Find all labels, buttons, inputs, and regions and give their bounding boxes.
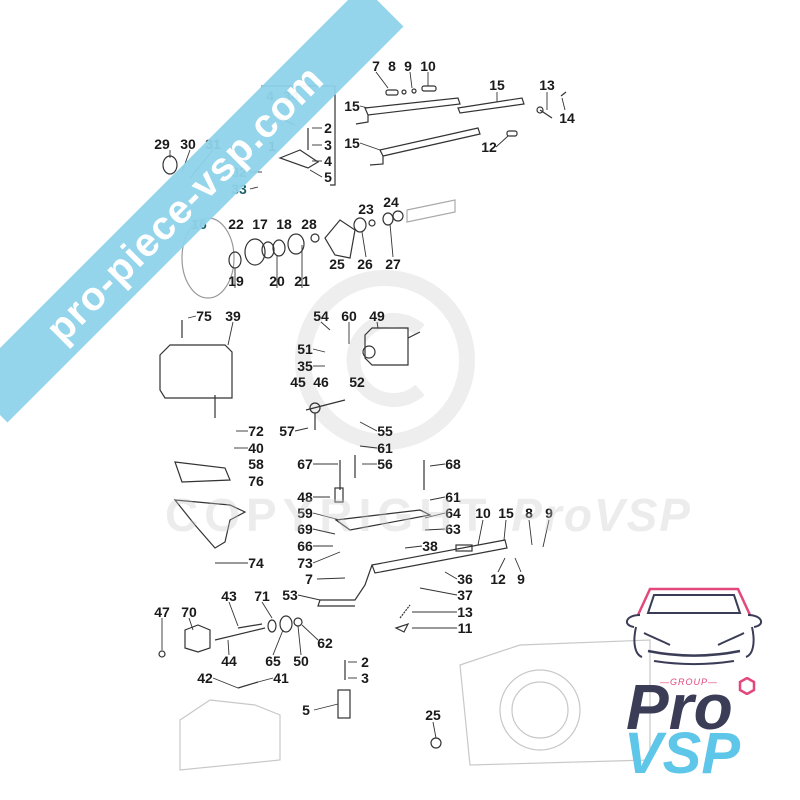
part-callout-l14: 14 <box>559 110 575 126</box>
part-callout-l35: 35 <box>297 358 313 374</box>
part-callout-l48: 48 <box>297 489 313 505</box>
part-callout-l62: 62 <box>317 635 333 651</box>
part-callout-l45: 45 <box>290 374 306 390</box>
part-callout-l39: 39 <box>225 308 241 324</box>
part-callout-l13b: 13 <box>457 604 473 620</box>
part-callout-l15a: 15 <box>344 98 360 114</box>
part-callout-l12a: 12 <box>481 139 497 155</box>
part-callout-l74: 74 <box>248 555 264 571</box>
part-callout-l30: 30 <box>180 136 196 152</box>
logo-pro-text: Pro <box>626 671 733 743</box>
part-callout-l7b: 7 <box>305 571 313 587</box>
part-callout-l36: 36 <box>457 571 473 587</box>
part-callout-l5b: 5 <box>302 702 310 718</box>
part-callout-l52: 52 <box>349 374 365 390</box>
part-callout-l50: 50 <box>293 653 309 669</box>
part-callout-l76: 76 <box>248 473 264 489</box>
part-callout-l69: 69 <box>297 521 313 537</box>
part-callout-l20: 20 <box>269 273 285 289</box>
part-callout-l57: 57 <box>279 423 295 439</box>
part-callout-l27: 27 <box>385 256 401 272</box>
part-callout-l28: 28 <box>301 216 317 232</box>
part-callout-l2b: 2 <box>361 654 369 670</box>
part-callout-l3b: 3 <box>361 670 369 686</box>
part-callout-l56: 56 <box>377 456 393 472</box>
part-callout-l26: 26 <box>357 256 373 272</box>
part-callout-l5a: 5 <box>324 169 332 185</box>
part-callout-l61b: 61 <box>445 489 461 505</box>
part-callout-l7a: 7 <box>372 58 380 74</box>
copyright-brand: ProVSP <box>511 489 692 541</box>
part-callout-l63: 63 <box>445 521 461 537</box>
part-callout-l44: 44 <box>221 653 237 669</box>
part-callout-l58: 58 <box>248 456 264 472</box>
part-callout-l4b: 4 <box>324 153 332 169</box>
part-callout-l25a: 25 <box>329 256 345 272</box>
part-callout-l73: 73 <box>297 555 313 571</box>
part-callout-l67: 67 <box>297 456 313 472</box>
part-callout-l53: 53 <box>282 587 298 603</box>
part-callout-l66: 66 <box>297 538 313 554</box>
part-callout-l17: 17 <box>252 216 268 232</box>
part-callout-l10b: 10 <box>475 505 491 521</box>
part-callout-l8b: 8 <box>525 505 533 521</box>
part-callout-l38: 38 <box>422 538 438 554</box>
copyright-watermark: COPYRIGHT ProVSP <box>165 488 692 542</box>
part-callout-l21: 21 <box>294 273 310 289</box>
part-callout-l64: 64 <box>445 505 461 521</box>
part-callout-l54: 54 <box>313 308 329 324</box>
provsp-logo: —GROUP— Pro VSP <box>618 585 788 783</box>
logo-vsp-text: VSP <box>624 721 741 786</box>
part-callout-l13a: 13 <box>539 77 555 93</box>
part-callout-l11: 11 <box>457 620 473 636</box>
part-callout-l41: 41 <box>273 670 289 686</box>
part-callout-l15b: 15 <box>489 77 505 93</box>
part-callout-l60: 60 <box>341 308 357 324</box>
part-callout-l68: 68 <box>445 456 461 472</box>
part-callout-l9b: 9 <box>545 505 553 521</box>
part-callout-l19: 19 <box>228 273 244 289</box>
part-callout-l22: 22 <box>228 216 244 232</box>
part-callout-l25b: 25 <box>425 707 441 723</box>
part-callout-l71: 71 <box>254 588 270 604</box>
part-callout-l37: 37 <box>457 587 473 603</box>
part-callout-l61a: 61 <box>377 440 393 456</box>
part-callout-l55: 55 <box>377 423 393 439</box>
part-callout-l3a: 3 <box>324 137 332 153</box>
part-callout-l9a: 9 <box>404 58 412 74</box>
part-callout-l23: 23 <box>358 201 374 217</box>
part-callout-l59: 59 <box>297 505 313 521</box>
part-callout-l46: 46 <box>313 374 329 390</box>
part-callout-l12b: 12 <box>490 571 506 587</box>
part-callout-l49: 49 <box>369 308 385 324</box>
part-callout-l75: 75 <box>196 308 212 324</box>
part-callout-l15d: 15 <box>498 505 514 521</box>
part-callout-l65: 65 <box>265 653 281 669</box>
part-callout-l10a: 10 <box>420 58 436 74</box>
part-callout-l8a: 8 <box>388 58 396 74</box>
part-callout-l43: 43 <box>221 588 237 604</box>
part-callout-l29: 29 <box>154 136 170 152</box>
part-callout-l24: 24 <box>383 194 399 210</box>
part-callout-l9c: 9 <box>517 571 525 587</box>
part-callout-l42: 42 <box>197 670 213 686</box>
part-callout-l47: 47 <box>154 604 170 620</box>
logo-group-label: —GROUP— <box>660 677 719 687</box>
copyright-text: COPYRIGHT <box>165 489 493 541</box>
part-callout-l72: 72 <box>248 423 264 439</box>
part-callout-l40: 40 <box>248 440 264 456</box>
part-callout-l18: 18 <box>276 216 292 232</box>
part-callout-l15c: 15 <box>344 135 360 151</box>
car-outline-icon <box>625 587 763 665</box>
hex-nut-icon <box>738 677 756 695</box>
part-callout-l70: 70 <box>181 604 197 620</box>
part-callout-l51: 51 <box>297 341 313 357</box>
part-callout-l2a: 2 <box>324 120 332 136</box>
